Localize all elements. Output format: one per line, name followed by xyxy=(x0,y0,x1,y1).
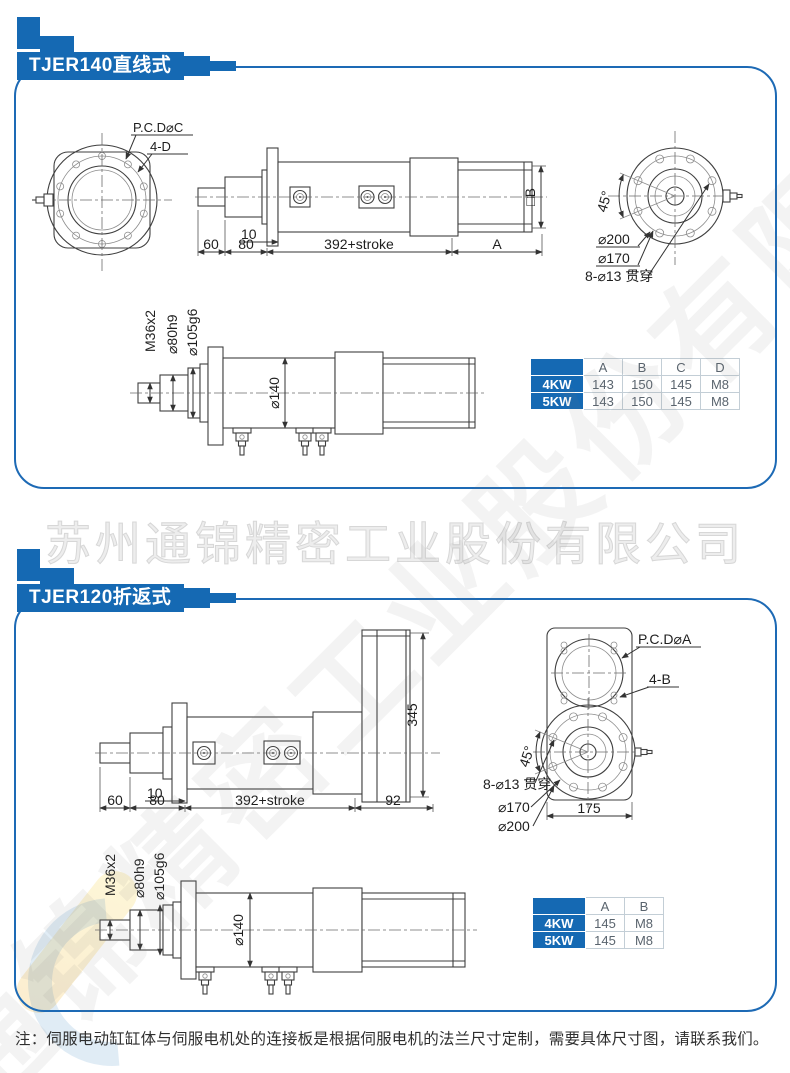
label-4-d: 4-D xyxy=(150,139,171,154)
spec-table-tjer140: A B C D 4KW 143 150 145 M8 5KW 143 150 1… xyxy=(530,358,740,410)
dim-dia140: ⌀140 xyxy=(230,914,246,946)
spec-table-tjer120: A B 4KW 145 M8 5KW 145 M8 xyxy=(532,897,664,949)
table-corner-cell xyxy=(530,358,584,376)
cell: M8 xyxy=(624,931,664,949)
badge-decor-step xyxy=(184,56,210,76)
cell: 143 xyxy=(583,375,623,393)
dim-dia80h9: ⌀80h9 xyxy=(164,314,180,354)
label-pcd-c: P.C.D⌀C xyxy=(133,120,183,135)
dim-45deg: 45° xyxy=(594,189,615,214)
tjer140-bottom-view: M36x2 ⌀80h9 ⌀105g6 ⌀140 xyxy=(130,308,487,456)
tjer140-side-view: □B 10 60 80 392+stroke A xyxy=(195,147,547,256)
table-row: 5KW 145 M8 xyxy=(532,931,664,949)
dim-80: 80 xyxy=(238,236,254,252)
dim-92: 92 xyxy=(385,792,401,808)
table-row: 4KW 145 M8 xyxy=(532,914,664,932)
dim-dia80h9: ⌀80h9 xyxy=(131,858,147,898)
dim-dia105g6: ⌀105g6 xyxy=(151,852,167,900)
dim-thread: M36x2 xyxy=(142,310,158,352)
section1-title: TJER140直线式 xyxy=(17,52,184,80)
panel-tjer120 xyxy=(14,598,777,1012)
dim-60: 60 xyxy=(203,236,219,252)
dim-8-holes: 8-⌀13 贯穿 xyxy=(585,268,653,284)
col-header-d: D xyxy=(700,358,740,376)
panel-tjer140 xyxy=(14,66,777,489)
row-label-5kw: 5KW xyxy=(530,392,584,410)
table-row: 4KW 143 150 145 M8 xyxy=(530,375,740,393)
dim-10: 10 xyxy=(241,226,257,242)
cell: 145 xyxy=(585,914,625,932)
row-label-4kw: 4KW xyxy=(530,375,584,393)
cell: M8 xyxy=(624,914,664,932)
tjer120-side-view: 345 10 60 80 392+stroke 92 xyxy=(95,629,440,812)
row-label-4kw: 4KW xyxy=(532,914,586,932)
dim-45deg: 45° xyxy=(516,744,538,769)
cell: M8 xyxy=(700,375,740,393)
section2-title: TJER120折返式 xyxy=(17,584,184,612)
row-label-5kw: 5KW xyxy=(532,931,586,949)
label-4-b: 4-B xyxy=(649,671,671,687)
badge-decor-square xyxy=(17,17,40,49)
footnote: 注：伺服电动缸缸体与伺服电机处的连接板是根据伺服电机的法兰尺寸定制，需要具体尺寸… xyxy=(15,1031,769,1048)
dim-8-holes: 8-⌀13 贯穿 xyxy=(483,776,551,792)
dim-stroke: 392+stroke xyxy=(235,792,305,808)
table-row: 5KW 143 150 145 M8 xyxy=(530,392,740,410)
dim-stroke: 392+stroke xyxy=(324,236,394,252)
dim-a: A xyxy=(492,236,502,252)
label-pcd-a: P.C.D⌀A xyxy=(638,631,692,647)
cell: M8 xyxy=(700,392,740,410)
badge-decor-step xyxy=(40,568,74,584)
cell: 143 xyxy=(583,392,623,410)
badge-decor-step xyxy=(210,593,236,603)
cell: 150 xyxy=(622,375,662,393)
badge-decor-step xyxy=(184,588,210,608)
badge-decor-step xyxy=(210,61,236,71)
col-header-b: B xyxy=(622,358,662,376)
dim-dia200: ⌀200 xyxy=(498,818,530,834)
col-header-a: A xyxy=(585,897,625,915)
dim-dia140: ⌀140 xyxy=(266,377,282,409)
dim-dia170: ⌀170 xyxy=(498,799,530,815)
dim-dia170: ⌀170 xyxy=(598,250,630,266)
dim-60: 60 xyxy=(107,792,123,808)
dim-80: 80 xyxy=(149,792,165,808)
col-header-a: A xyxy=(583,358,623,376)
tjer140-rear-view: 45° ⌀200 ⌀170 8-⌀13 贯穿 xyxy=(585,131,743,284)
col-header-c: C xyxy=(661,358,701,376)
tjer120-rear-view: P.C.D⌀A 4-B 45° 8-⌀13 贯穿 ⌀170 ⌀200 175 xyxy=(483,627,701,834)
table-corner-cell xyxy=(532,897,586,915)
dim-345: 345 xyxy=(404,703,420,727)
dim-175: 175 xyxy=(577,800,601,816)
company-watermark: 苏州通锦精密工业股份有限公司 xyxy=(45,518,745,571)
dim-dia105g6: ⌀105g6 xyxy=(184,308,200,356)
tjer120-bottom-view: M36x2 ⌀80h9 ⌀105g6 ⌀140 xyxy=(95,852,477,995)
cell: 145 xyxy=(661,392,701,410)
badge-decor-square xyxy=(17,549,40,581)
dim-thread: M36x2 xyxy=(102,854,118,896)
cell: 145 xyxy=(661,375,701,393)
badge-decor-step xyxy=(40,36,74,52)
dim-b: □B xyxy=(522,188,538,206)
tjer140-front-view: P.C.D⌀C 4-D xyxy=(32,120,193,273)
dim-dia200: ⌀200 xyxy=(598,231,630,247)
cell: 145 xyxy=(585,931,625,949)
col-header-b: B xyxy=(624,897,664,915)
cell: 150 xyxy=(622,392,662,410)
dim-10: 10 xyxy=(147,785,163,801)
